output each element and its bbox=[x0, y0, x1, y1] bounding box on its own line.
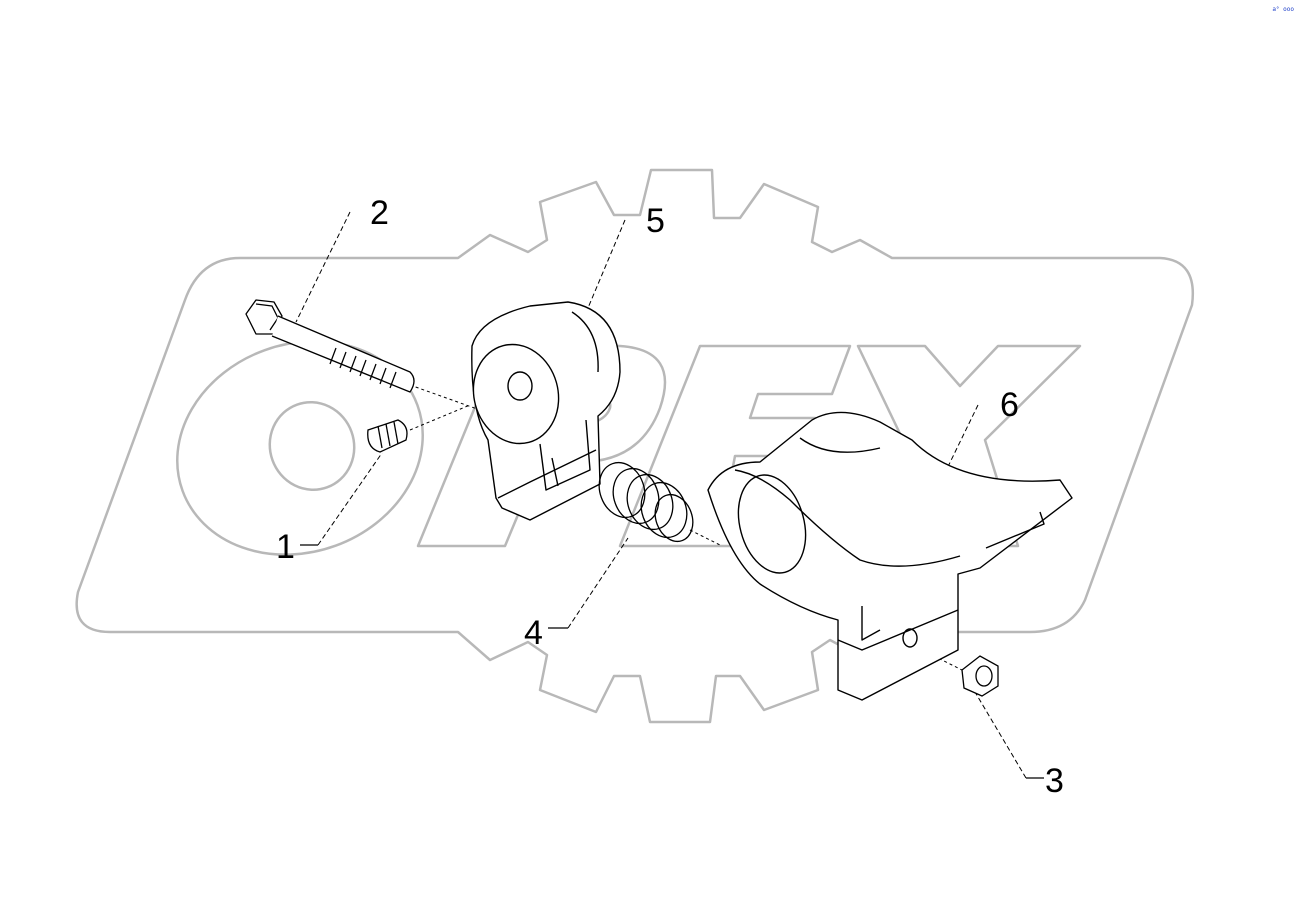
part-5-bracket bbox=[471, 301, 621, 521]
corner-code: a° ooo bbox=[1272, 6, 1294, 13]
assembly-axis-3 bbox=[689, 529, 723, 547]
leader-line-1 bbox=[317, 452, 383, 546]
callout-4: 4 bbox=[524, 614, 543, 652]
assembly-axis-1 bbox=[409, 384, 481, 411]
watermark-letter-o-outer bbox=[176, 340, 424, 556]
callout-6: 6 bbox=[1000, 386, 1019, 424]
assembly-axis-2 bbox=[409, 404, 471, 431]
callout-2: 2 bbox=[370, 194, 389, 232]
leader-line-3 bbox=[974, 691, 1027, 779]
watermark-letter-o-inner bbox=[268, 400, 356, 492]
part-6-bracket bbox=[707, 411, 1073, 701]
part-1-set-screw bbox=[367, 419, 408, 453]
leader-line-2 bbox=[295, 211, 351, 323]
leader-line-4 bbox=[567, 537, 629, 629]
callout-3: 3 bbox=[1045, 762, 1064, 800]
part-4-spring bbox=[598, 461, 694, 543]
part-2-bolt bbox=[245, 299, 415, 393]
part-3-nut bbox=[961, 655, 999, 697]
watermark-gear-outline bbox=[75, 168, 1195, 724]
callout-5: 5 bbox=[646, 202, 665, 240]
callout-1: 1 bbox=[276, 528, 295, 566]
watermark-logo bbox=[75, 168, 1195, 724]
leader-ticks bbox=[300, 544, 1044, 779]
